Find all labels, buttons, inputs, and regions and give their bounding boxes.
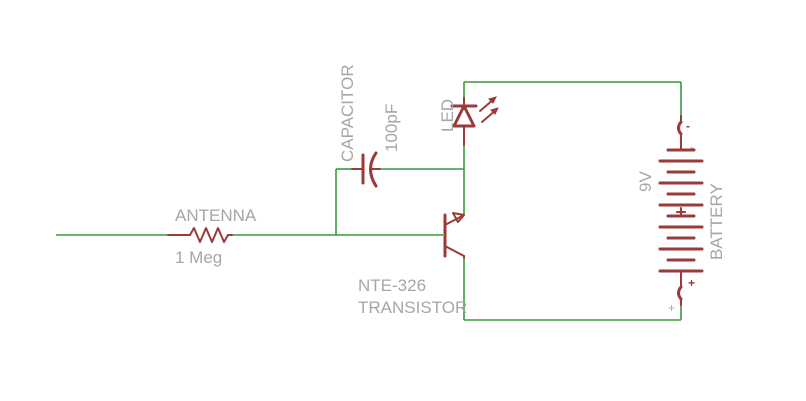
transistor-symbol [443, 212, 465, 259]
resistor-name-label: ANTENNA [175, 206, 257, 225]
battery-pin-plus-label: + [668, 301, 675, 315]
capacitor-name-label: CAPACITOR [338, 64, 357, 162]
resistor-value-label: 1 Meg [175, 248, 222, 267]
transistor-part-label: NTE-326 [358, 276, 426, 295]
capacitor-value-label: 100pF [382, 104, 401, 152]
wires [56, 81, 682, 321]
battery-name-label: BATTERY [707, 183, 726, 260]
capacitor-symbol [351, 151, 381, 188]
transistor-type-label: TRANSISTOR [358, 298, 467, 317]
battery-symbol [658, 115, 704, 306]
battery-voltage-label: 9V [636, 171, 655, 192]
led-label: LED [438, 99, 457, 132]
battery-pin-minus-label: - [690, 140, 694, 154]
battery-plus-sign: + [688, 276, 695, 290]
led-symbol [450, 96, 499, 146]
resistor-symbol [167, 227, 233, 243]
battery-minus-sign: - [686, 119, 690, 133]
